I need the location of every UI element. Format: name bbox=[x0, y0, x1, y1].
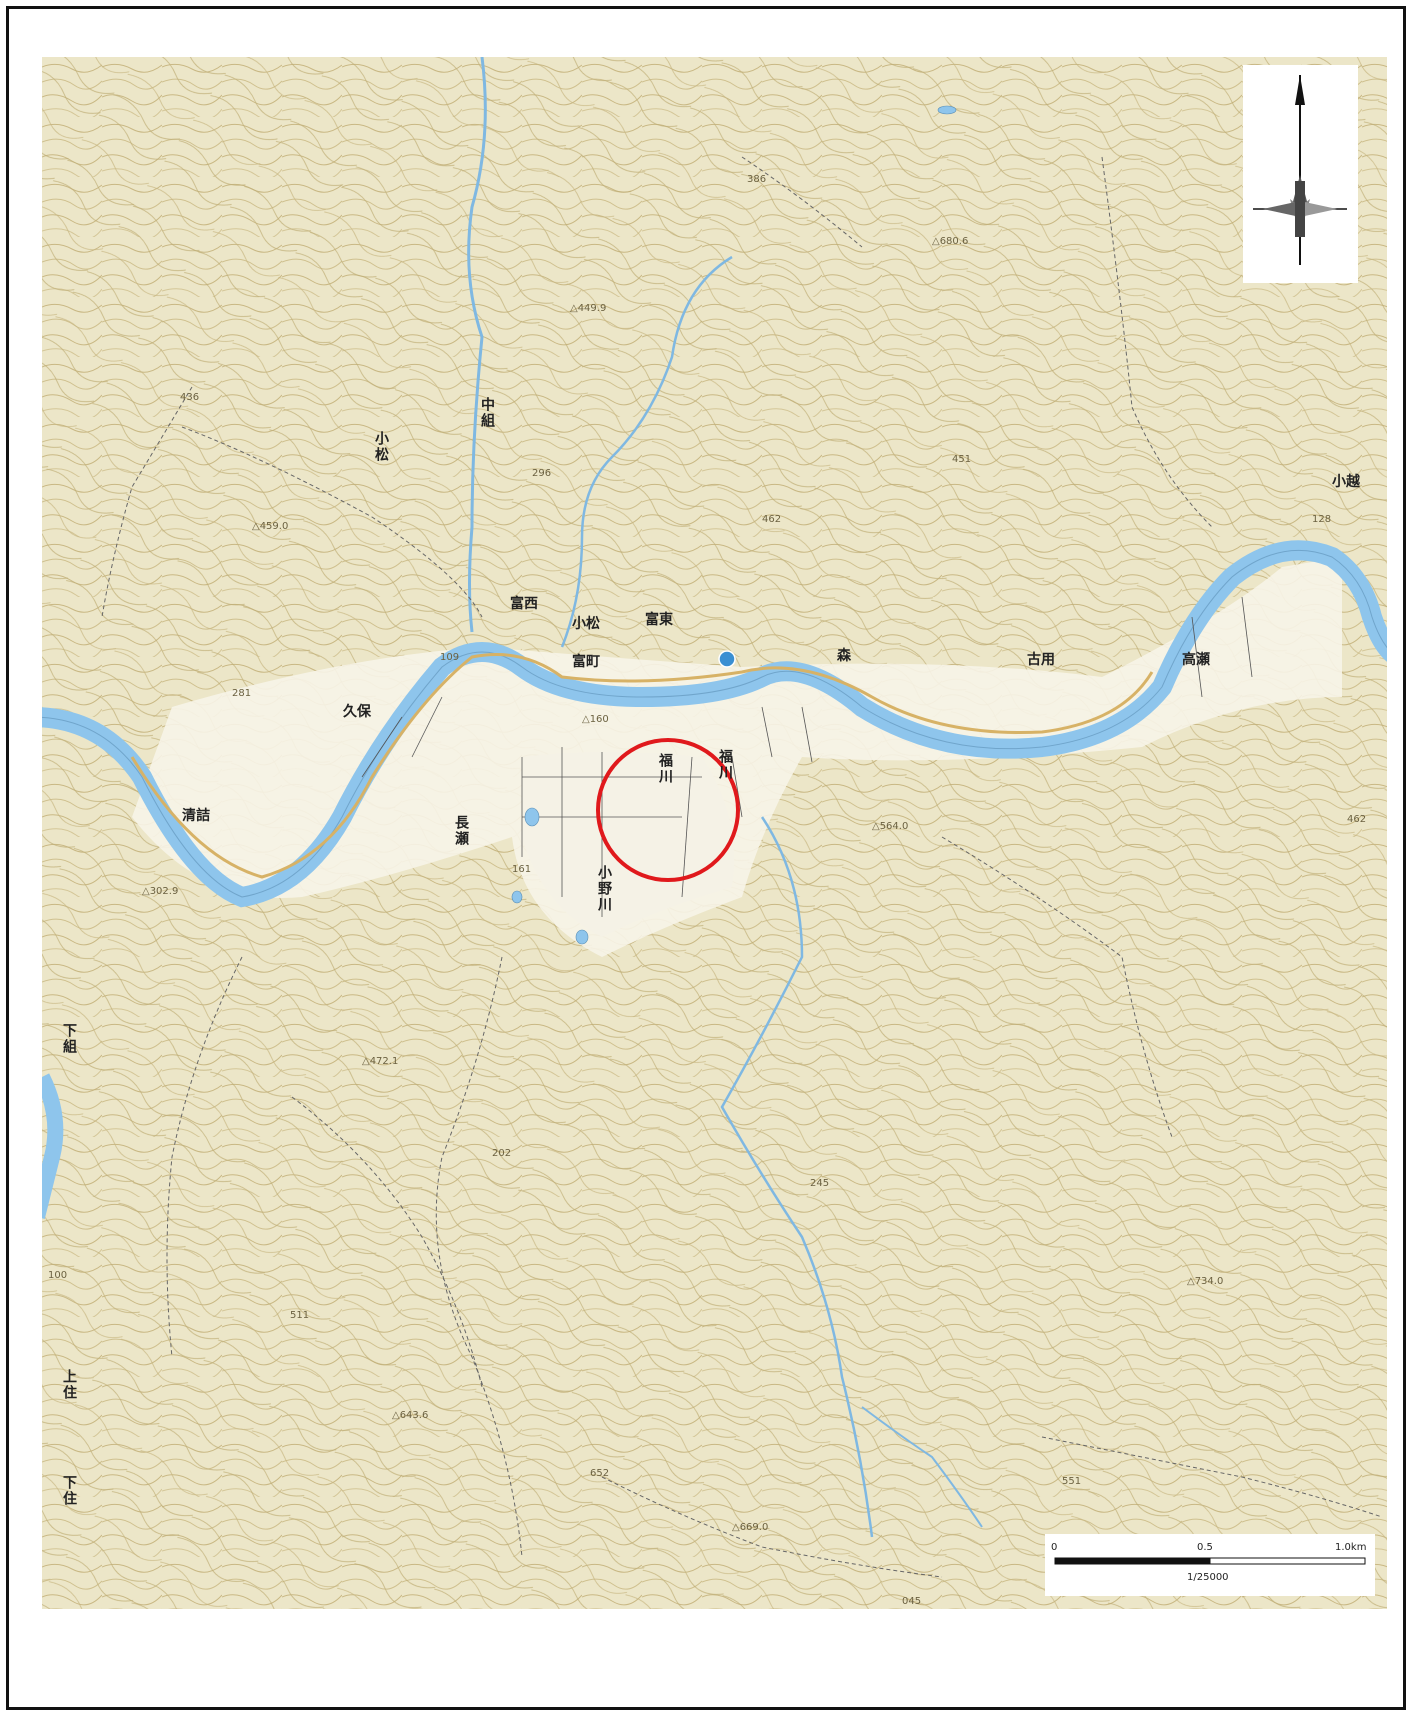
highlight-circle bbox=[596, 738, 740, 882]
scale-ratio: 1/25000 bbox=[1187, 1572, 1229, 1583]
tributary-northeast bbox=[560, 255, 733, 648]
elevation-label: 451 bbox=[952, 454, 972, 465]
elevation-label: △472.1 bbox=[362, 1056, 399, 1067]
place-name: 高瀬 bbox=[1182, 652, 1210, 668]
elevation-label: 128 bbox=[1312, 514, 1332, 525]
place-name: 長瀬 bbox=[453, 815, 469, 847]
elevation-label: 551 bbox=[1062, 1476, 1082, 1487]
route-marker-icon bbox=[718, 650, 736, 668]
place-name: 小松 bbox=[373, 431, 389, 463]
elevation-label: △643.6 bbox=[392, 1410, 429, 1421]
scale-tick-label: 0 bbox=[1051, 1542, 1058, 1553]
elevation-label: 202 bbox=[492, 1148, 512, 1159]
place-name: 小越 bbox=[1332, 474, 1360, 490]
map-frame: 中組 小松 富西 小松 富東 富町 久保 清詰 長瀬 小野川 福川 福川 森 古… bbox=[6, 6, 1406, 1710]
place-name: 富西 bbox=[510, 596, 538, 612]
elevation-label: △302.9 bbox=[142, 886, 179, 897]
place-name: 富町 bbox=[572, 654, 600, 670]
elevation-label: △449.9 bbox=[570, 303, 607, 314]
elevation-label: △734.0 bbox=[1187, 1276, 1224, 1287]
elevation-label: △680.6 bbox=[932, 236, 969, 247]
scale-tick-label: 0.5 bbox=[1197, 1542, 1213, 1553]
elevation-label: △564.0 bbox=[872, 821, 909, 832]
topographic-map[interactable]: 中組 小松 富西 小松 富東 富町 久保 清詰 長瀬 小野川 福川 福川 森 古… bbox=[42, 57, 1387, 1609]
main-road bbox=[130, 653, 1154, 879]
place-name: 小松 bbox=[572, 616, 600, 632]
valley-floor bbox=[132, 557, 1342, 957]
scale-bar: 0 0.5 1.0km 1/25000 bbox=[1045, 1534, 1375, 1596]
elevation-label: △669.0 bbox=[732, 1522, 769, 1533]
place-name: 福川 bbox=[717, 749, 733, 781]
map-graphics bbox=[42, 57, 1387, 1609]
elevation-label: 511 bbox=[290, 1310, 310, 1321]
tributary-south bbox=[720, 816, 874, 1538]
place-name: 富東 bbox=[645, 612, 673, 628]
elevation-label: 045 bbox=[902, 1596, 922, 1607]
elevation-label: △160 bbox=[582, 714, 609, 725]
elevation-label: 109 bbox=[440, 652, 460, 663]
place-name: 上住 bbox=[61, 1369, 77, 1401]
elevation-label: 652 bbox=[590, 1468, 610, 1479]
place-name: 清詰 bbox=[182, 808, 210, 824]
place-name: 下住 bbox=[61, 1475, 77, 1507]
place-name: 下組 bbox=[61, 1023, 77, 1055]
tributary-north bbox=[467, 57, 487, 633]
place-name: 古用 bbox=[1027, 652, 1055, 668]
place-name: 福川 bbox=[657, 753, 673, 785]
elevation-label: 462 bbox=[1347, 814, 1367, 825]
elevation-label: 100 bbox=[48, 1270, 68, 1281]
elevation-label: 281 bbox=[232, 688, 252, 699]
place-name: 久保 bbox=[343, 704, 371, 720]
elevation-label: 462 bbox=[762, 514, 782, 525]
scale-tick-label: 1.0km bbox=[1335, 1542, 1367, 1553]
north-arrow-icon bbox=[1253, 75, 1347, 265]
north-arrow-panel bbox=[1243, 65, 1358, 283]
elevation-label: 245 bbox=[810, 1178, 830, 1189]
elevation-label: 161 bbox=[512, 864, 532, 875]
place-name: 森 bbox=[837, 648, 851, 664]
elevation-label: 296 bbox=[532, 468, 552, 479]
place-name: 小野川 bbox=[596, 865, 612, 913]
elevation-label: 386 bbox=[747, 174, 767, 185]
place-name: 中組 bbox=[479, 397, 495, 429]
elevation-label: 436 bbox=[180, 392, 200, 403]
elevation-label: △459.0 bbox=[252, 521, 289, 532]
